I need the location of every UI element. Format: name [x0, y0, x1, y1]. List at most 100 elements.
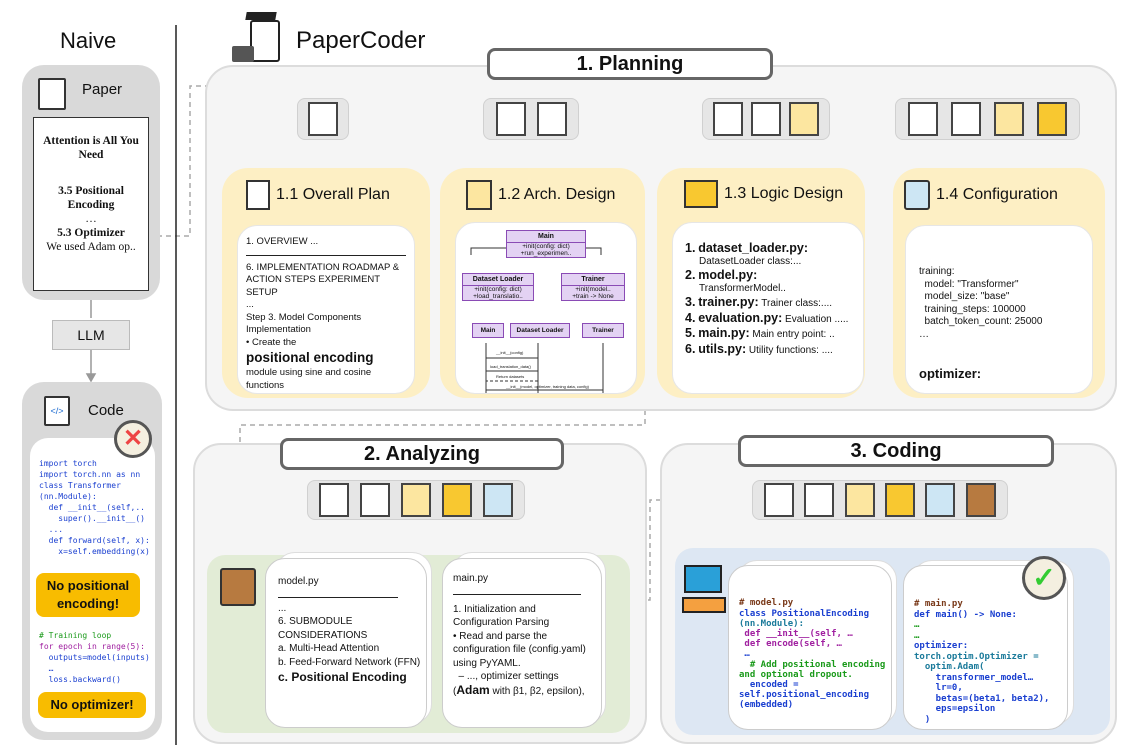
- text: 1. OVERVIEW ...: [246, 236, 319, 247]
- planning-title: 1. Planning: [487, 48, 773, 80]
- papercoder-mascot-icon: [232, 12, 288, 70]
- inputs-1-3: [702, 98, 830, 140]
- analyzing-inputs: [307, 480, 525, 520]
- config-optimizer: optimizer:: [919, 366, 982, 381]
- config-gear-icon: [925, 483, 956, 517]
- arch-design-content: Main+init(config: dict)+run_experimen.. …: [455, 222, 637, 394]
- config-line: model_size: "base": [919, 291, 1010, 302]
- config-gear-icon: [904, 180, 930, 210]
- naive-title: Naive: [60, 28, 117, 53]
- config-line: model: "Transformer": [919, 278, 1019, 290]
- paper-stack-icon: [908, 102, 939, 136]
- plan-document-icon: [751, 102, 781, 136]
- analyzing-title: 2. Analyzing: [280, 438, 564, 470]
- paper-label: Paper: [82, 81, 123, 98]
- paper-section: 5.3 Optimizer: [57, 227, 125, 239]
- paper-panel: Paper Attention is All You Need 3.5 Posi…: [22, 65, 160, 300]
- seq-msg: load_translation_data(): [490, 364, 531, 369]
- logic-item: 3. trainer.py: Trainer class:....: [685, 295, 833, 309]
- coding-inputs: [752, 480, 1008, 520]
- highlight: c. Positional Encoding: [278, 670, 407, 684]
- paper-icon: [38, 78, 66, 110]
- logic-item: 6. utils.py: Utility functions: ....: [685, 341, 833, 356]
- paper-line: We used Adam op..: [46, 241, 136, 253]
- architecture-icon: [789, 102, 819, 136]
- plan-document-icon: [360, 483, 391, 517]
- inputs-1-1: [297, 98, 349, 140]
- logic-item: 5. main.py: Main entry point: ..: [685, 326, 835, 340]
- logic-icon: [1036, 102, 1067, 136]
- text: b. Feed-Forward Network (FFN): [278, 656, 421, 668]
- text: – ..., optimizer settings: [453, 671, 559, 682]
- plan-document-icon: [246, 180, 270, 210]
- seq-msg: Return datasets: [496, 374, 525, 379]
- plan-document-icon: [804, 483, 835, 517]
- configuration-title: 1.4 Configuration: [904, 180, 1058, 210]
- text: ...: [246, 299, 254, 310]
- ellipsis: …: [85, 213, 97, 225]
- logic-icon: [885, 483, 916, 517]
- brand-title: PaperCoder: [296, 27, 426, 54]
- seq-trainer: Trainer: [582, 323, 624, 338]
- architecture-icon: [844, 483, 875, 517]
- arch-design-title: 1.2 Arch. Design: [466, 180, 615, 210]
- uml-class-main: Main+init(config: dict)+run_experimen..: [506, 230, 586, 258]
- analysis-card-main: main.py 1. Initialization and Configurat…: [442, 558, 602, 728]
- config-line: …: [919, 328, 929, 340]
- configuration-content: training: model: "Transformer" model_siz…: [905, 225, 1093, 394]
- paper-stack-icon: [495, 102, 526, 136]
- seq-msg: __init__(config): [496, 350, 524, 355]
- text: 6. SUBMODULE CONSIDERATIONS: [278, 616, 368, 641]
- file-name: model.py: [278, 576, 319, 587]
- code-label: Code: [88, 402, 124, 419]
- logic-item: 2. model.py: TransformerModel..: [685, 268, 786, 294]
- seq-main: Main: [472, 323, 504, 338]
- config-gear-icon: [482, 483, 513, 517]
- seq-msg: __init__(model, optimizer, training data…: [506, 384, 589, 389]
- paper-stack-icon: [713, 102, 743, 136]
- programmer-computer-icon: [684, 565, 722, 593]
- logic-icon: [441, 483, 472, 517]
- llm-box: LLM: [52, 320, 130, 350]
- code-file-icon: </>: [44, 396, 70, 426]
- plan-document-icon: [536, 102, 567, 136]
- text: (Adam with β1, β2, epsilon),: [453, 682, 585, 697]
- logic-item: 4. evaluation.py: Evaluation .....: [685, 310, 849, 325]
- fail-x-icon: ✕: [114, 420, 152, 458]
- analysis-card-model: model.py ... 6. SUBMODULE CONSIDERATIONS…: [265, 558, 427, 728]
- architecture-icon: [466, 180, 492, 210]
- logic-design-content: 1. dataset_loader.py: DatasetLoader clas…: [672, 222, 864, 394]
- text: 1. Initialization and Configuration Pars…: [453, 603, 550, 629]
- inputs-1-4: [895, 98, 1080, 140]
- logic-design-title: 1.3 Logic Design: [684, 180, 843, 208]
- uml-class-dataset-loader: Dataset Loader+init(config: dict)+load_t…: [462, 273, 534, 301]
- text: Step 3. Model Components Implementation: [246, 311, 362, 336]
- uml-lines: [470, 247, 604, 393]
- highlight: positional encoding: [246, 350, 374, 365]
- seq-dataset-loader: Dataset Loader: [510, 323, 570, 338]
- text: module using sine and cosine functions: [246, 367, 372, 391]
- overall-plan-content: 1. OVERVIEW ... 6. IMPLEMENTATION ROADMA…: [237, 225, 415, 394]
- config-line: training_steps: 100000: [919, 303, 1026, 315]
- text: • Read and parse the configuration file …: [453, 630, 586, 669]
- paper-stack-icon: [764, 483, 795, 517]
- text: • Create the: [246, 336, 297, 348]
- paper-stack-icon: [319, 483, 350, 517]
- analysis-clipboard-icon: [220, 568, 256, 606]
- uml-class-trainer: Trainer+init(model..+train -> None: [561, 273, 625, 301]
- config-line: batch_token_count: 25000: [919, 316, 1043, 327]
- overall-plan-title: 1.1 Overall Plan: [246, 180, 390, 210]
- inputs-1-2: [483, 98, 579, 140]
- architecture-icon: [993, 102, 1024, 136]
- architecture-icon: [400, 483, 431, 517]
- success-check-icon: ✓: [1022, 556, 1066, 600]
- callout-no-optimizer: No optimizer!: [38, 692, 146, 718]
- text: 6. IMPLEMENTATION ROADMAP & ACTION STEPS…: [246, 261, 400, 298]
- file-name: main.py: [453, 573, 489, 584]
